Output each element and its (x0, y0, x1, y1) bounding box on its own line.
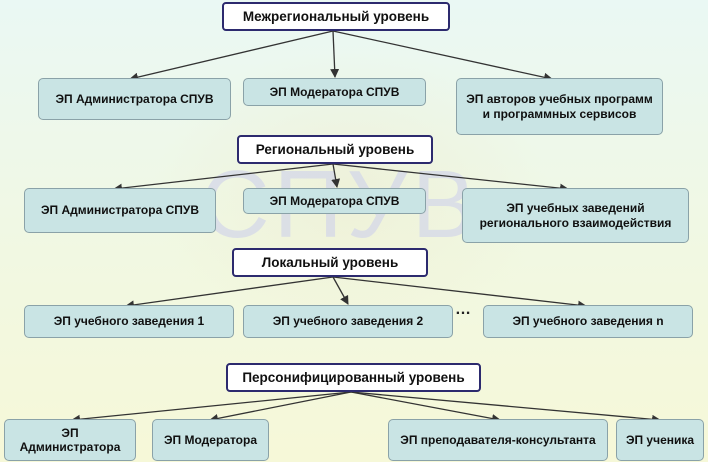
node-interregional-authors: ЭП авторов учебных программ и программны… (456, 78, 663, 135)
node-interregional-moderator: ЭП Модератора СПУВ (243, 78, 426, 106)
arrow-l4-consultant (350, 391, 501, 423)
level-local: Локальный уровень (232, 248, 428, 277)
node-local-institution-n: ЭП учебного заведения n (483, 305, 693, 338)
node-regional-institutions: ЭП учебных заведений регионального взаим… (462, 188, 689, 243)
level-regional: Региональный уровень (237, 135, 433, 164)
node-regional-admin: ЭП Администратора СПУВ (24, 188, 216, 233)
arrow-l1-admin (129, 30, 334, 82)
arrow-l3-institution-2 (332, 276, 349, 305)
node-personal-moderator: ЭП Модератора (152, 419, 269, 461)
node-local-institution-2: ЭП учебного заведения 2 (243, 305, 453, 338)
arrow-l2-admin (113, 163, 334, 193)
level-personal: Персонифицированный уровень (226, 363, 481, 392)
arrow-l2-moderator (331, 163, 341, 188)
level-interregional: Межрегиональный уровень (222, 2, 450, 31)
ellipsis: … (455, 301, 474, 318)
arrow-l4-student (350, 391, 661, 424)
arrow-l4-moderator (209, 391, 352, 423)
arrow-l3-institution-n (332, 276, 587, 310)
node-personal-student: ЭП ученика (616, 419, 704, 461)
node-personal-consultant: ЭП преподавателя-консультанта (388, 419, 608, 461)
node-local-institution-1: ЭП учебного заведения 1 (24, 305, 234, 338)
arrow-l1-authors (332, 30, 553, 82)
node-personal-admin: ЭП Администратора (4, 419, 136, 461)
arrow-l3-institution-1 (125, 276, 334, 310)
node-regional-moderator: ЭП Модератора СПУВ (243, 188, 426, 214)
arrow-l4-admin (71, 391, 352, 424)
node-interregional-admin: ЭП Администратора СПУВ (38, 78, 231, 120)
arrow-l1-moderator (330, 30, 340, 78)
arrow-l2-institutions (332, 163, 569, 193)
